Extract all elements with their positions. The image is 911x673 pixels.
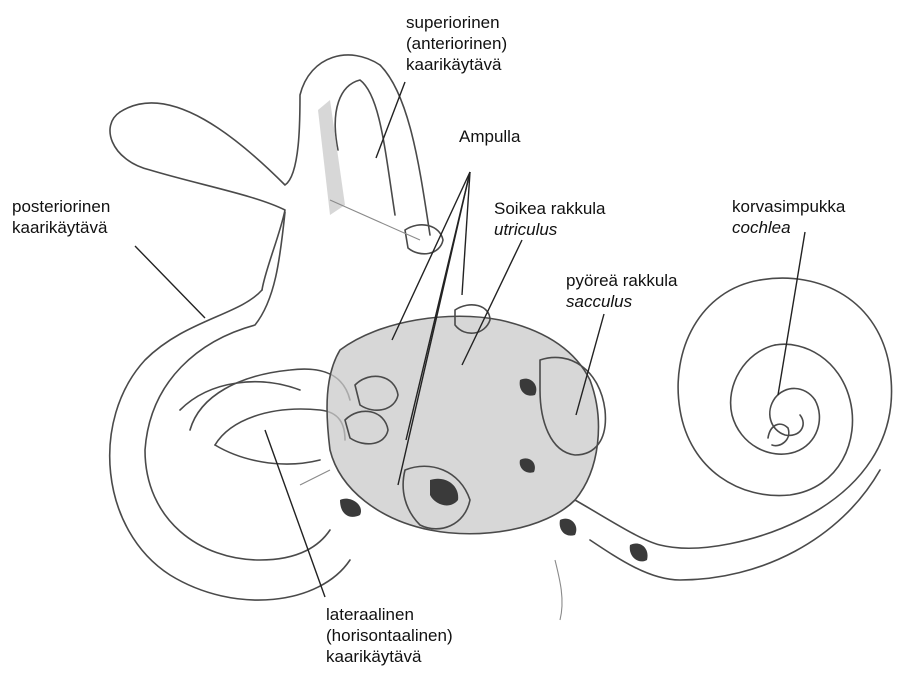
utriculus-label-line1: Soikea rakkula	[494, 198, 606, 219]
cochlea-label: korvasimpukka cochlea	[732, 196, 845, 238]
posterior-canal-label-line2: kaarikäytävä	[12, 217, 110, 238]
lateral-canal-label: lateraalinen (horisontaalinen) kaarikäyt…	[326, 604, 453, 667]
sacculus-label-line1: pyöreä rakkula	[566, 270, 678, 291]
lateral-canal-label-line1: lateraalinen	[326, 604, 453, 625]
superior-canal-label-line1: superiorinen	[406, 12, 507, 33]
superior-canal-label-line3: kaarikäytävä	[406, 54, 507, 75]
sacculus-label-line2: sacculus	[566, 291, 678, 312]
superior-canal	[110, 55, 430, 290]
utriculus-label-line2: utriculus	[494, 219, 606, 240]
utriculus-label: Soikea rakkula utriculus	[494, 198, 606, 240]
vestibule	[300, 200, 605, 536]
ampulla-label: Ampulla	[459, 126, 520, 147]
posterior-canal-label-line1: posteriorinen	[12, 196, 110, 217]
cochlea-label-line1: korvasimpukka	[732, 196, 845, 217]
cochlea-drawing	[555, 278, 892, 620]
posterior-canal-label: posteriorinen kaarikäytävä	[12, 196, 110, 238]
lateral-canal-label-line2: (horisontaalinen)	[326, 625, 453, 646]
ampulla-label-line1: Ampulla	[459, 126, 520, 147]
posterior-canal	[110, 212, 350, 600]
sacculus-label: pyöreä rakkula sacculus	[566, 270, 678, 312]
superior-canal-label: superiorinen (anteriorinen) kaarikäytävä	[406, 12, 507, 75]
superior-canal-label-line2: (anteriorinen)	[406, 33, 507, 54]
cochlea-label-line2: cochlea	[732, 217, 845, 238]
lateral-canal-label-line3: kaarikäytävä	[326, 646, 453, 667]
